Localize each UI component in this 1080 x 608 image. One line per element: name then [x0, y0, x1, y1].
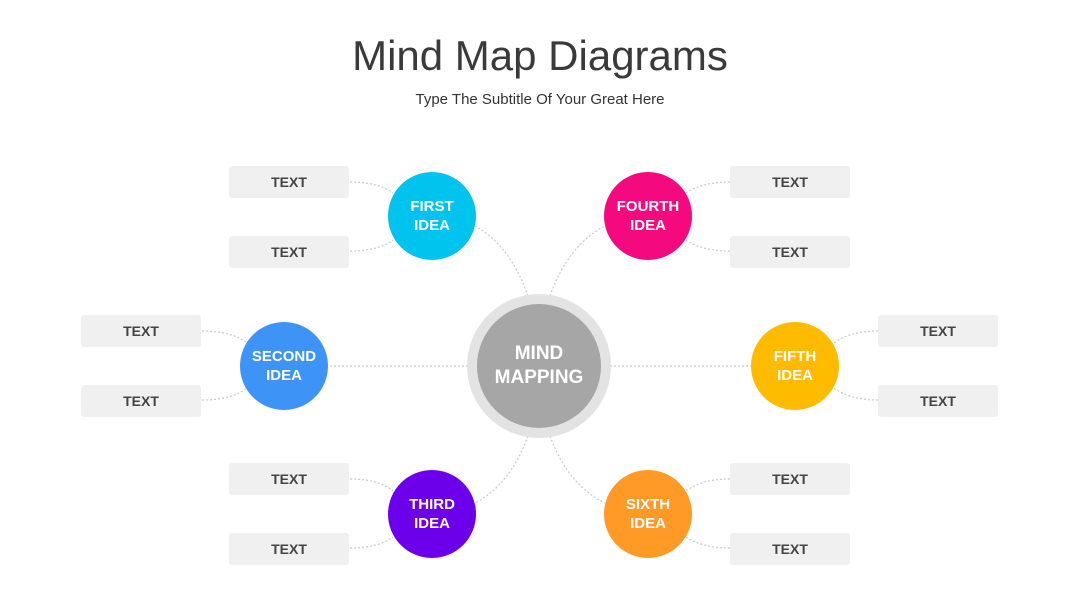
connector-fourth-box-2	[685, 239, 731, 252]
connector-sixth-box-1	[685, 478, 731, 492]
text-box-first-2: TEXT	[229, 236, 349, 268]
text-box-fifth-2: TEXT	[878, 385, 998, 417]
connector-center-sixth	[549, 435, 606, 504]
center-node: MIND MAPPING	[477, 304, 601, 428]
center-node-line2: MAPPING	[494, 367, 584, 388]
idea-node-second: SECOND IDEA	[240, 322, 328, 410]
page-title: Mind Map Diagrams	[352, 32, 728, 79]
connector-third-box-1	[349, 478, 394, 492]
idea-node-fifth: FIFTH IDEA	[751, 322, 839, 410]
connector-center-first	[474, 225, 529, 297]
connector-first-box-1	[349, 181, 394, 194]
connector-sixth-box-2	[685, 536, 731, 549]
idea-node-line2: IDEA	[630, 515, 666, 532]
idea-node-line2: IDEA	[777, 367, 813, 384]
connector-fourth-box-1	[685, 181, 731, 194]
connector-third-box-2	[349, 536, 394, 549]
connector-fifth-box-2	[833, 387, 879, 401]
text-box-second-1: TEXT	[81, 315, 201, 347]
text-box-second-2: TEXT	[81, 385, 201, 417]
idea-node-line1: FIRST	[410, 198, 454, 215]
text-box-third-1: TEXT	[229, 463, 349, 495]
idea-node-sixth: SIXTH IDEA	[604, 470, 692, 558]
text-box-third-2: TEXT	[229, 533, 349, 565]
text-box-fourth-2: TEXT	[730, 236, 850, 268]
connector-fifth-box-1	[833, 330, 879, 344]
idea-node-line1: FIFTH	[773, 348, 817, 365]
idea-node-first: FIRST IDEA	[388, 172, 476, 260]
idea-node-third: THIRD IDEA	[388, 470, 476, 558]
text-box-fourth-1: TEXT	[730, 166, 850, 198]
idea-node-line2: IDEA	[414, 217, 450, 234]
idea-node-line2: IDEA	[414, 515, 450, 532]
text-box-sixth-1: TEXT	[730, 463, 850, 495]
idea-node-line1: THIRD	[409, 496, 455, 513]
idea-node-line1: SECOND	[251, 348, 317, 365]
connector-center-third	[474, 435, 529, 504]
text-box-sixth-2: TEXT	[730, 533, 850, 565]
text-box-fifth-1: TEXT	[878, 315, 998, 347]
idea-node-line1: FOURTH	[616, 198, 680, 215]
center-node-line1: MIND	[514, 343, 564, 364]
connector-second-box-2	[201, 387, 248, 401]
text-box-first-1: TEXT	[229, 166, 349, 198]
page-subtitle: Type The Subtitle Of Your Great Here	[415, 91, 665, 108]
idea-node-line1: SIXTH	[625, 496, 671, 513]
idea-node-line2: IDEA	[630, 217, 666, 234]
idea-node-line2: IDEA	[266, 367, 302, 384]
connector-center-fourth	[549, 225, 606, 297]
connector-first-box-2	[349, 239, 394, 252]
idea-node-fourth: FOURTH IDEA	[604, 172, 692, 260]
connector-second-box-1	[201, 330, 248, 344]
